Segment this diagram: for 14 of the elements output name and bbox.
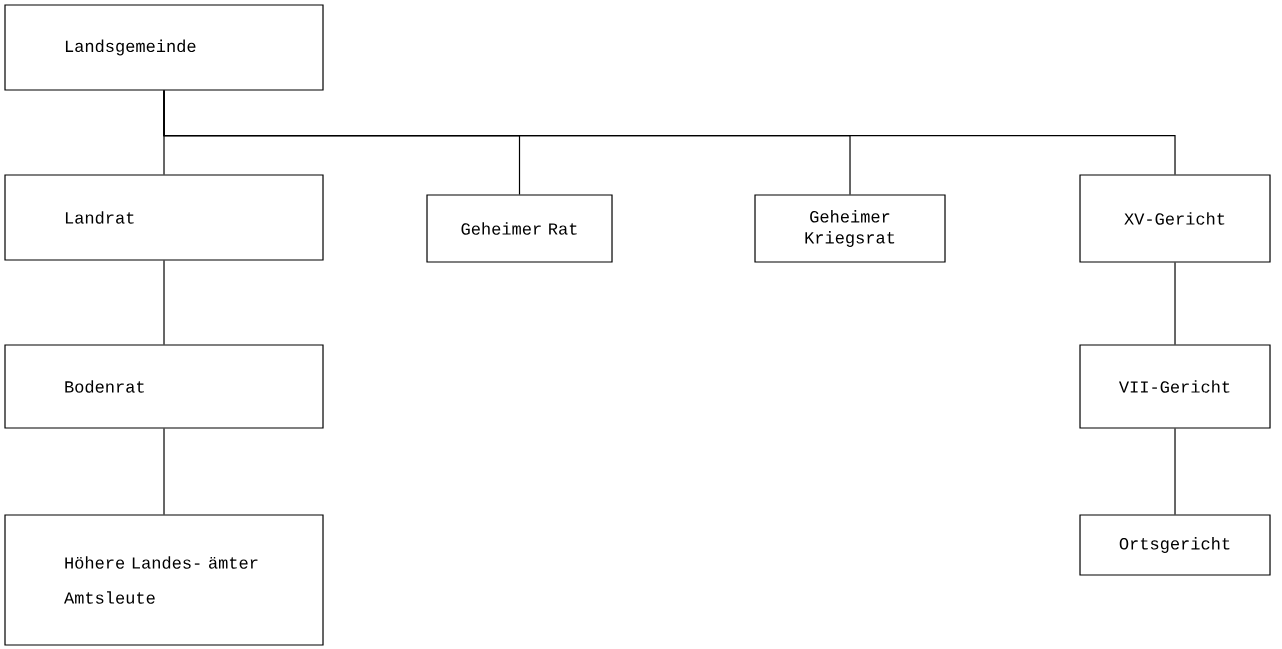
org-box: Ortsgericht xyxy=(1079,514,1271,576)
connector-line xyxy=(163,260,165,345)
org-box: Geheimer Rat xyxy=(426,194,613,263)
connector-line xyxy=(163,90,1176,175)
org-box: Landrat xyxy=(4,174,324,261)
org-box: VII-Gericht xyxy=(1079,344,1271,429)
org-box: Höhere Landes- ämter Amtsleute xyxy=(4,514,324,646)
org-box: XV-Gericht xyxy=(1079,174,1271,263)
connector-line xyxy=(163,428,165,515)
org-box: Bodenrat xyxy=(4,344,324,429)
connector-line xyxy=(1174,428,1176,515)
org-box: Geheimer Kriegsrat xyxy=(754,194,946,263)
connector-line xyxy=(1174,262,1176,345)
org-box: Landsgemeinde xyxy=(4,4,324,91)
